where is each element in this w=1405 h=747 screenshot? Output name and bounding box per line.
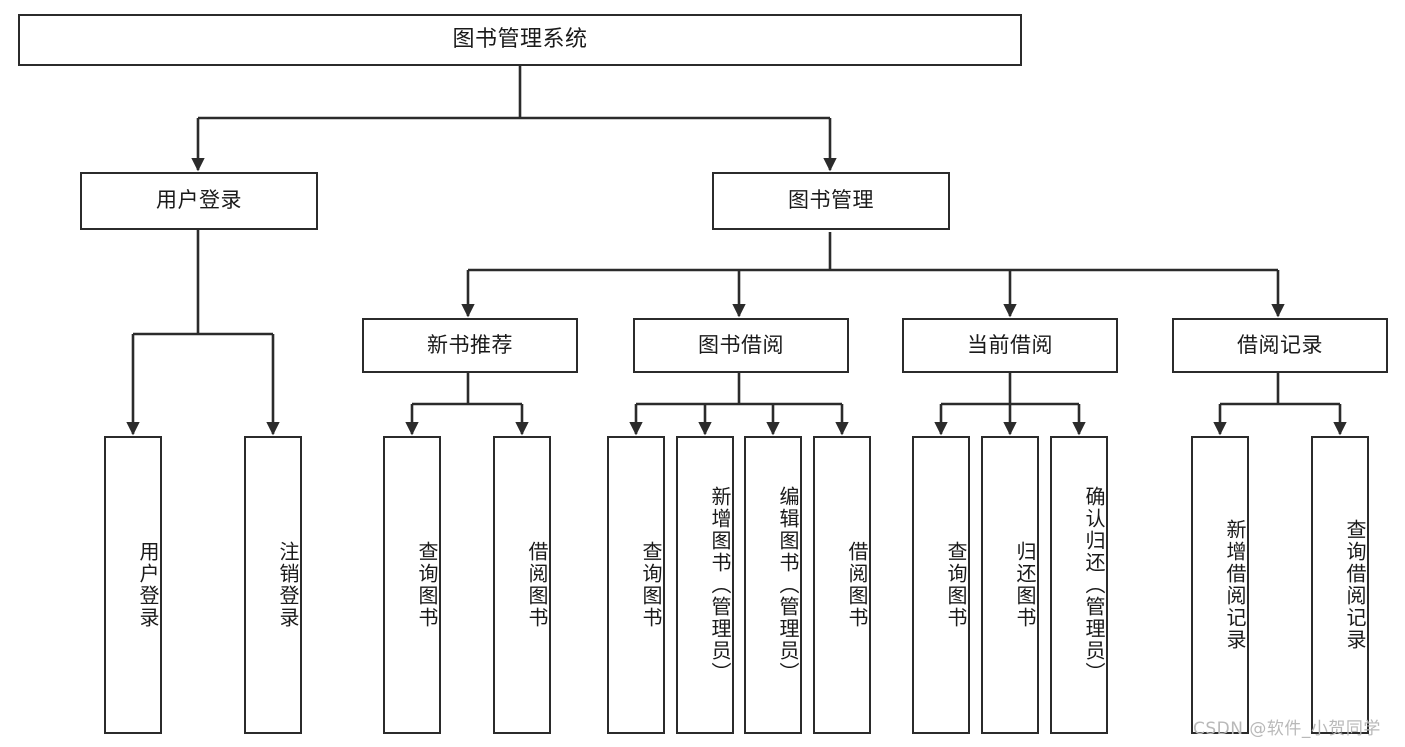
leaf-confirm-return-admin[interactable]: 确认归还（管理员） — [1050, 436, 1108, 734]
node-label: 新增借阅记录 — [1223, 519, 1247, 651]
node-label: 图书管理系统 — [452, 26, 588, 52]
node-current-borrow[interactable]: 当前借阅 — [902, 318, 1118, 373]
leaf-edit-book-admin[interactable]: 编辑图书（管理员） — [744, 436, 802, 734]
node-label: 新增图书（管理员） — [708, 486, 732, 684]
node-label: 借阅记录 — [1237, 332, 1323, 357]
node-label: 新书推荐 — [427, 332, 513, 357]
leaf-borrow-book-recommend[interactable]: 借阅图书 — [493, 436, 551, 734]
node-label: 查询图书 — [415, 541, 439, 629]
node-borrow-record[interactable]: 借阅记录 — [1172, 318, 1388, 373]
leaf-query-book-borrow[interactable]: 查询图书 — [607, 436, 665, 734]
node-label: 用户登录 — [156, 188, 242, 213]
node-book-management[interactable]: 图书管理 — [712, 172, 950, 230]
node-label: 查询图书 — [944, 541, 968, 629]
leaf-query-book-current[interactable]: 查询图书 — [912, 436, 970, 734]
node-label: 确认归还（管理员） — [1082, 486, 1106, 684]
node-label: 借阅图书 — [525, 541, 549, 629]
leaf-borrow-book[interactable]: 借阅图书 — [813, 436, 871, 734]
leaf-add-book-admin[interactable]: 新增图书（管理员） — [676, 436, 734, 734]
node-label: 用户登录 — [136, 541, 160, 629]
leaf-user-login[interactable]: 用户登录 — [104, 436, 162, 734]
node-label: 归还图书 — [1013, 541, 1037, 629]
node-book-borrow[interactable]: 图书借阅 — [633, 318, 849, 373]
node-new-book-recommend[interactable]: 新书推荐 — [362, 318, 578, 373]
leaf-add-borrow-record[interactable]: 新增借阅记录 — [1191, 436, 1249, 734]
node-label: 借阅图书 — [845, 541, 869, 629]
node-label: 查询借阅记录 — [1343, 519, 1367, 651]
leaf-return-book[interactable]: 归还图书 — [981, 436, 1039, 734]
node-label: 查询图书 — [639, 541, 663, 629]
csdn-watermark: CSDN @软件_小贺同学 — [1193, 719, 1381, 739]
node-label: 图书管理 — [788, 188, 874, 213]
node-label: 编辑图书（管理员） — [776, 486, 800, 684]
node-label: 图书借阅 — [698, 332, 784, 357]
leaf-logout-login[interactable]: 注销登录 — [244, 436, 302, 734]
node-user-login[interactable]: 用户登录 — [80, 172, 318, 230]
node-label: 注销登录 — [276, 541, 300, 629]
node-label: 当前借阅 — [967, 332, 1053, 357]
leaf-query-borrow-record[interactable]: 查询借阅记录 — [1311, 436, 1369, 734]
node-root-book-management-system[interactable]: 图书管理系统 — [18, 14, 1022, 66]
leaf-query-book-recommend[interactable]: 查询图书 — [383, 436, 441, 734]
